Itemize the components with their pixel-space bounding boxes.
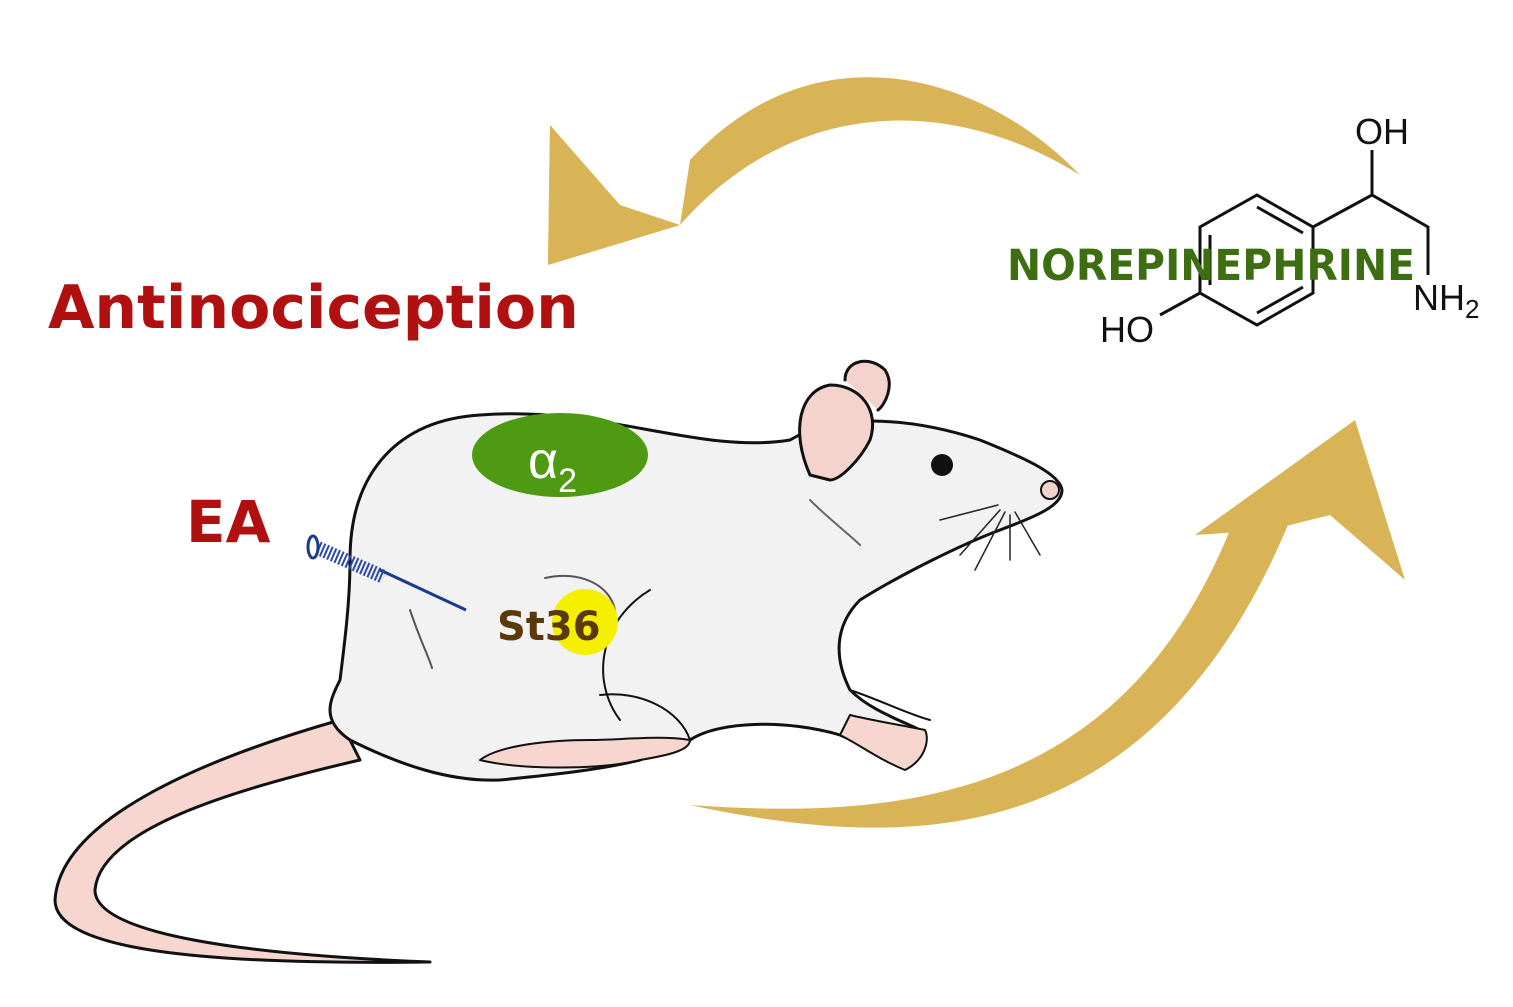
rat-tail	[53, 718, 432, 964]
amine-label: NH2	[1413, 277, 1479, 324]
rat-ear-back	[843, 359, 891, 412]
st36-acupoint-marker	[552, 589, 618, 655]
arrow-to-norepinephrine	[690, 420, 1405, 828]
acupuncture-needle-icon	[306, 534, 467, 612]
hydroxyl-top-label: OH	[1355, 111, 1409, 152]
arrow-to-antinociception	[548, 77, 1080, 265]
norepinephrine-structure	[1159, 150, 1430, 327]
rat-illustration	[53, 359, 1064, 964]
hydroxyl-left-label: HO	[1100, 309, 1154, 350]
alpha2-receptor-region	[472, 413, 648, 497]
ea-label: EA	[186, 488, 271, 556]
rat-front-paw	[839, 714, 928, 771]
rat-body	[328, 412, 1064, 782]
alpha2-receptor-label: α2	[528, 432, 577, 500]
st36-label: St36	[497, 604, 601, 650]
rat-ear	[798, 383, 875, 482]
antinociception-label: Antinociception	[48, 273, 579, 343]
rat-eye	[931, 454, 953, 476]
norepinephrine-label: NOREPINEPHRINE	[1007, 241, 1415, 291]
